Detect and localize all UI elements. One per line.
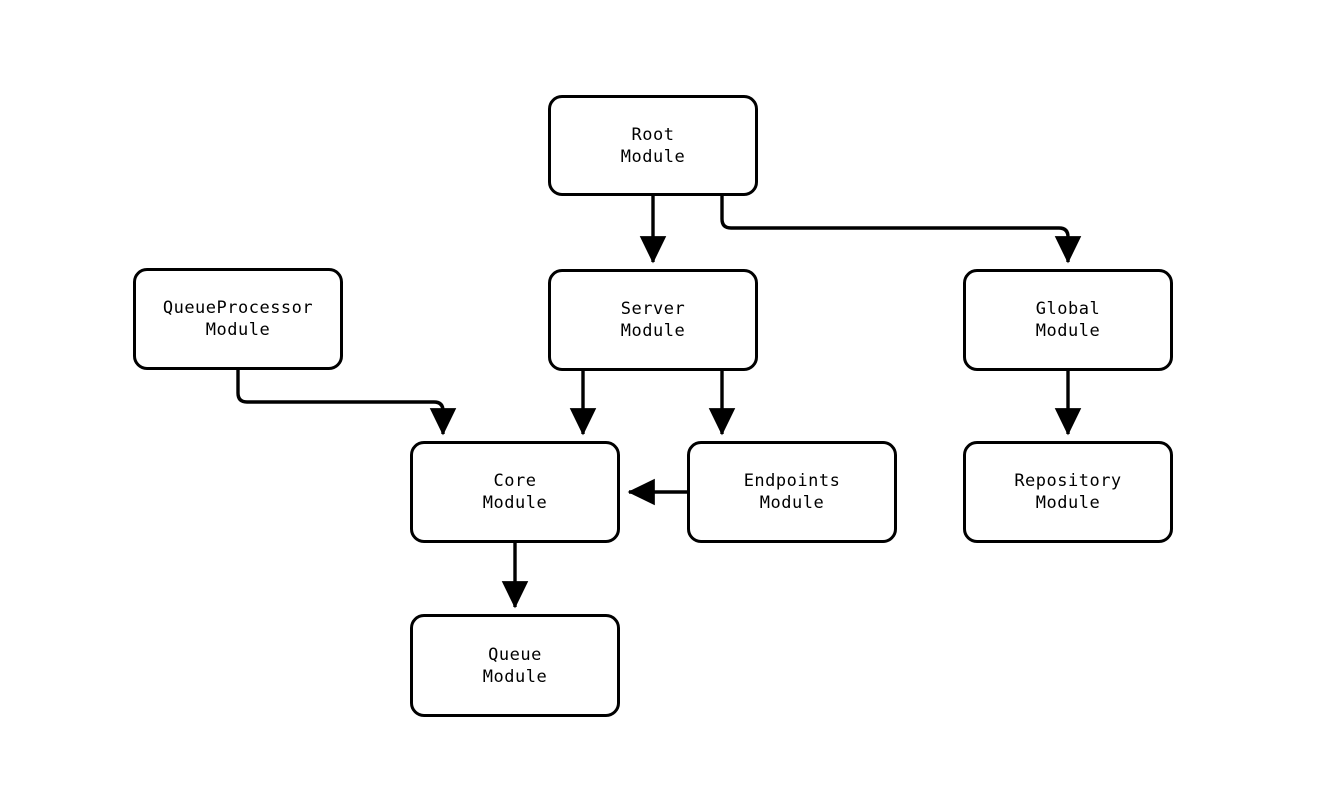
node-root-module-name: Root [631,124,675,145]
node-server-module-name: Server [620,299,686,319]
node-root-module[interactable]: Root Module [548,95,758,196]
node-queue-module-name: Queue [488,644,542,665]
node-root-module-suffix: Module [620,146,686,167]
node-core-module[interactable]: Core Module [410,441,620,543]
node-global-module-suffix: Module [1035,321,1101,341]
node-repository-module[interactable]: Repository Module [963,441,1173,543]
node-endpoints-module-name: Endpoints [743,471,841,491]
node-endpoints-module-suffix: Module [759,493,825,513]
node-core-module-name: Core [493,471,537,491]
node-server-module-suffix: Module [620,321,686,341]
node-queueprocessor-module-name: QueueProcessor [162,298,314,318]
node-queue-module[interactable]: Queue Module [410,614,620,717]
node-server-module[interactable]: Server Module [548,269,758,371]
edge-root-to-global [720,196,1082,264]
node-queueprocessor-module[interactable]: QueueProcessor Module [133,268,343,370]
node-repository-module-suffix: Module [1035,493,1101,513]
node-global-module-name: Global [1035,299,1101,319]
node-global-module[interactable]: Global Module [963,269,1173,371]
edge-queueprocessor-to-core [236,370,457,436]
node-repository-module-name: Repository [1014,471,1122,491]
node-queue-module-suffix: Module [482,666,548,687]
node-core-module-suffix: Module [482,493,548,513]
node-queueprocessor-module-suffix: Module [205,320,271,340]
node-endpoints-module[interactable]: Endpoints Module [687,441,897,543]
